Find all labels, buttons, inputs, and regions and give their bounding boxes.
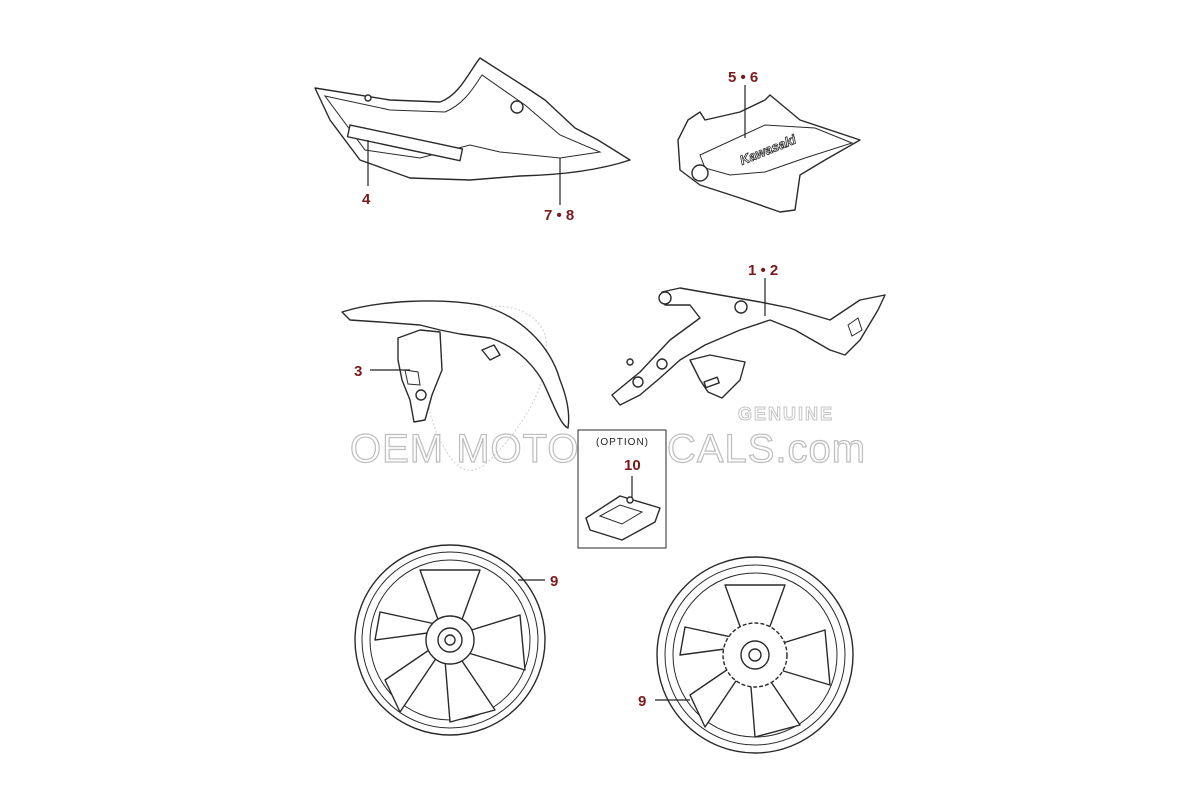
part-side-cover-right[interactable]: Kawasaki (677, 94, 861, 213)
callout-7-8: 7 • 8 (544, 207, 574, 224)
part-frame-bracket[interactable] (611, 287, 886, 406)
part-wheel-left[interactable] (354, 544, 546, 736)
option-label: (OPTION) (596, 437, 649, 448)
part-seat-cowl-left[interactable] (314, 57, 631, 181)
callout-9-right: 9 (638, 693, 646, 710)
callout-9-left: 9 (550, 573, 558, 590)
callout-5-6: 5 • 6 (728, 69, 758, 86)
watermark-helmet-outline (426, 305, 548, 471)
callout-1-2: 1 • 2 (748, 262, 778, 279)
part-option-bracket[interactable] (585, 495, 661, 541)
callout-4: 4 (362, 191, 371, 208)
part-wheel-right[interactable] (656, 556, 854, 754)
part-front-fender[interactable] (341, 300, 570, 429)
option-box: (OPTION) 10 (577, 429, 667, 549)
callout-10: 10 (624, 457, 641, 474)
watermark-badge: GENUINE (738, 404, 834, 424)
callout-3: 3 (354, 363, 362, 380)
